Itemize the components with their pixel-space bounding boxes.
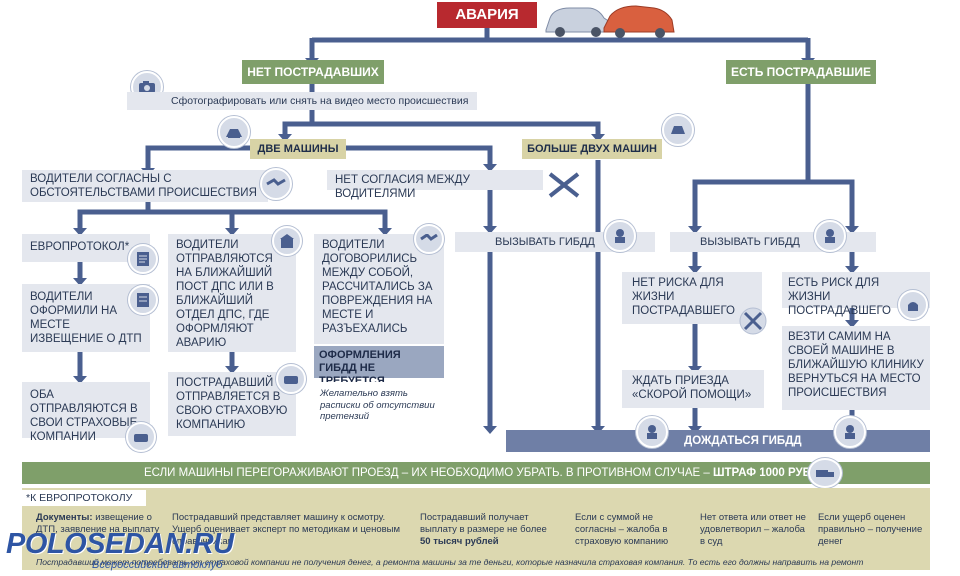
payout-limit: 50 тысяч рублей xyxy=(420,536,499,547)
footnote-col-complaint: Если с суммой не согласны – жалоба в стр… xyxy=(575,512,669,547)
footnote-col-court: Нет ответа или ответ не удовлетворил – ж… xyxy=(700,512,806,547)
documents-label: Документы: xyxy=(36,512,93,523)
two-cars-icon xyxy=(218,116,250,148)
notice-form-icon xyxy=(128,285,158,315)
hand-money-icon xyxy=(126,422,156,452)
crashed-cars-illustration xyxy=(545,5,675,38)
crossed-tools-icon xyxy=(548,172,580,198)
drivers-agreed-box: ВОДИТЕЛИ ДОГОВОРИЛИСЬ МЕЖДУ СОБОЙ, РАССЧ… xyxy=(314,234,444,344)
more-cars-label: БОЛЬШЕ ДВУХ МАШИН xyxy=(522,139,662,159)
police-officer-icon-2 xyxy=(814,220,846,252)
fine-amount: ШТРАФ 1000 РУБЛЕЙ xyxy=(712,467,835,479)
branch-no-victims: НЕТ ПОСТРАДАВШИХ xyxy=(242,60,384,84)
title-accident: АВАРИЯ xyxy=(437,2,537,28)
footnote-bottom-line: Пострадавший может потребовать от страхо… xyxy=(36,557,864,567)
banner-text: ЕСЛИ МАШИНЫ ПЕРЕГОРАЖИВАЮТ ПРОЕЗД – ИХ Н… xyxy=(144,467,713,479)
footnote-col-payout: Пострадавший получает выплату в размере … xyxy=(420,512,560,552)
tow-truck-icon xyxy=(808,458,842,488)
multi-cars-icon xyxy=(662,114,694,146)
police-officer-icon-3 xyxy=(636,416,668,448)
hand-money-icon-2 xyxy=(276,364,306,394)
footnote-col-money: Если ущерб оценен правильно – получение … xyxy=(818,512,923,547)
footnote-col-documents: Документы: извещение о ДТП, заявление на… xyxy=(36,512,164,552)
police-post-icon xyxy=(272,226,302,256)
handshake-icon-2 xyxy=(414,224,444,254)
europrotocol-box: ЕВРОПРОТОКОЛ* xyxy=(22,234,150,262)
receipts-note: Желательно взять расписки об отсутствии … xyxy=(314,382,444,436)
drivers-filled-notice-box: ВОДИТЕЛИ ОФОРМИЛИ НА МЕСТЕ ИЗВЕЩЕНИЕ О Д… xyxy=(22,284,150,352)
wait-ambulance-box: ЖДАТЬ ПРИЕЗДА «СКОРОЙ ПОМОЩИ» xyxy=(622,370,764,408)
police-officer-icon-4 xyxy=(834,416,866,448)
drivers-disagree-box: НЕТ СОГЛАСИЯ МЕЖДУ ВОДИТЕЛЯМИ xyxy=(327,170,543,200)
wait-gibdd-bar: ДОЖДАТЬСЯ ГИБДД xyxy=(506,430,930,452)
no-risk-box: НЕТ РИСКА ДЛЯ ЖИЗНИ ПОСТРАДАВШЕГО xyxy=(622,272,762,324)
no-risk-cross-icon xyxy=(739,307,767,335)
drivers-go-post-box: ВОДИТЕЛИ ОТПРАВЛЯЮТСЯ НА БЛИЖАЙШИЙ ПОСТ … xyxy=(168,234,296,352)
branch-has-victims: ЕСТЬ ПОСТРАДАВШИЕ xyxy=(726,60,876,84)
siren-icon xyxy=(898,290,928,320)
risk-box: ЕСТЬ РИСК ДЛЯ ЖИЗНИ ПОСТРАДАВШЕГО xyxy=(782,272,930,317)
no-gibdd-required-label: ОФОРМЛЕНИЯ ГИБДД НЕ ТРЕБУЕТСЯ xyxy=(314,346,444,387)
handshake-icon xyxy=(260,168,292,200)
drive-clinic-box: ВЕЗТИ САМИМ НА СВОЕЙ МАШИНЕ В БЛИЖАЙШУЮ … xyxy=(782,326,930,410)
two-cars-label: ДВЕ МАШИНЫ xyxy=(250,139,346,159)
victim-goes-insurance-box: ПОСТРАДАВШИЙ ОТПРАВЛЯЕТСЯ В СВОЮ СТРАХОВ… xyxy=(168,372,296,436)
photo-step-text: Сфотографировать или снять на видео мест… xyxy=(127,92,477,110)
watermark-site: POLOSEDAN.RU xyxy=(6,528,234,560)
documents-text: извещение о ДТП, заявление на выплату xyxy=(36,512,160,535)
police-officer-icon xyxy=(604,220,636,252)
document-icon xyxy=(128,244,158,274)
payout-text: Пострадавший получает выплату в размере … xyxy=(420,512,547,535)
europrotocol-footnote-panel xyxy=(22,488,930,570)
drivers-agree-box: ВОДИТЕЛИ СОГЛАСНЫ С ОБСТОЯТЕЛЬСТВАМИ ПРО… xyxy=(22,170,268,202)
watermark-tagline: Всероссийский автоклуб xyxy=(92,559,223,571)
blocking-road-banner: ЕСЛИ МАШИНЫ ПЕРЕГОРАЖИВАЮТ ПРОЕЗД – ИХ Н… xyxy=(22,462,930,484)
footnote-title: *К ЕВРОПРОТОКОЛУ xyxy=(22,490,146,506)
footnote-col-inspection: Пострадавший представляет машину к осмот… xyxy=(172,512,401,547)
